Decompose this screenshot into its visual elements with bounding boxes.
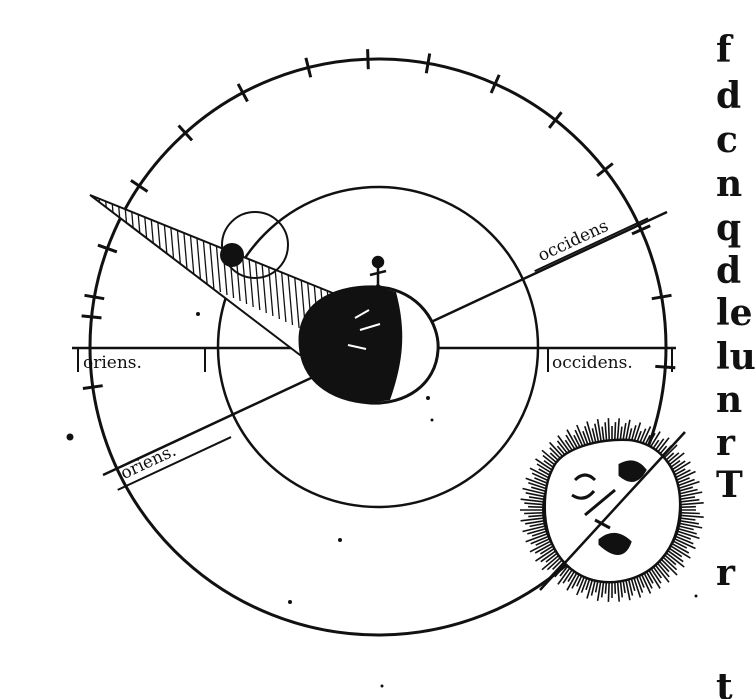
- oriens-label-horizontal: oriens.: [83, 353, 142, 373]
- margin-letter: le: [716, 292, 753, 334]
- standing-figure-icon: [369, 255, 387, 293]
- margin-letter: n: [716, 379, 742, 421]
- tick-mark: [424, 53, 432, 74]
- tick-mark: [596, 162, 614, 177]
- earth: [298, 285, 440, 405]
- label-oriens-diagonal: oriens.: [117, 436, 232, 491]
- label-occidens-horizontal: occidens.: [547, 348, 673, 373]
- margin-letter: n: [716, 163, 742, 205]
- moon-circle: [221, 211, 289, 279]
- margin-letter: q: [716, 207, 741, 249]
- tick-mark: [130, 179, 149, 193]
- oriens-label-diagonal: oriens.: [118, 441, 180, 484]
- margin-letter: r: [716, 422, 736, 464]
- sun-icon: [520, 418, 704, 602]
- tick-mark: [651, 293, 672, 301]
- margin-letter: d: [716, 250, 741, 292]
- tick-mark: [81, 314, 102, 320]
- margin-letter: r: [716, 552, 736, 594]
- margin-letter: T: [716, 464, 743, 506]
- occidens-label-horizontal: occidens.: [552, 353, 633, 373]
- margin-letter: t: [716, 666, 733, 699]
- tick-mark: [304, 57, 313, 78]
- tick-mark: [366, 49, 370, 70]
- margin-letter: c: [716, 119, 738, 161]
- tick-mark: [236, 83, 249, 103]
- tick-mark: [97, 243, 118, 254]
- tick-mark: [177, 124, 194, 142]
- margin-letter: f: [716, 29, 734, 71]
- tick-mark: [489, 74, 501, 94]
- tick-mark: [82, 384, 103, 390]
- moon-dark-spot: [220, 243, 244, 267]
- scattered-dots: [66, 312, 698, 688]
- outer-circle-ticks: [81, 49, 676, 390]
- tick-mark: [631, 224, 651, 236]
- tick-mark: [84, 293, 105, 301]
- margin-letter: lu: [716, 336, 756, 378]
- label-oriens-horizontal: oriens.: [77, 348, 206, 373]
- tick-mark: [548, 111, 563, 129]
- margin-letter: d: [716, 75, 741, 117]
